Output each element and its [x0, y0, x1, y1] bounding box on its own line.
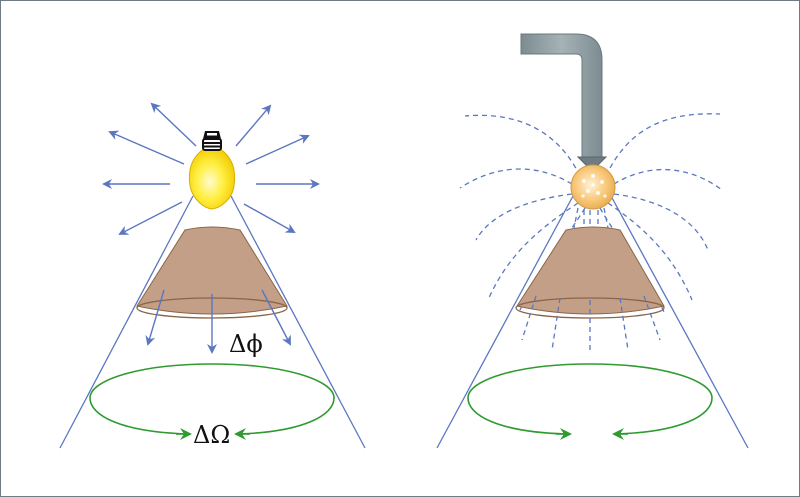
field-line: [613, 168, 723, 191]
ray: [245, 134, 310, 165]
left-cone-edge-left: [59, 195, 194, 449]
field-line: [475, 193, 573, 241]
flux-arrows: [145, 289, 291, 354]
ray: [243, 203, 296, 233]
right-cone-edge-left: [436, 195, 574, 449]
right-panel: [436, 33, 749, 449]
ray: [150, 102, 197, 147]
ray: [235, 104, 272, 147]
field-line: [464, 114, 581, 177]
ray: [108, 130, 185, 165]
light-rays: [102, 102, 320, 235]
field-line: [521, 295, 537, 341]
field-line: [643, 295, 661, 341]
light-bulb-icon: [188, 131, 236, 210]
field-lines-through: [521, 207, 661, 352]
field-line: [607, 202, 693, 301]
flux-label: Δϕ: [229, 330, 263, 358]
field-line: [605, 113, 721, 177]
field-line: [459, 168, 573, 189]
feed-pipe-icon: [520, 33, 608, 172]
solid-angle-label: ΔΩ: [193, 421, 230, 449]
ray: [118, 201, 183, 235]
right-solid-angle-circle: [467, 363, 713, 440]
left-cone-edge-right: [230, 195, 366, 449]
right-cone-edge-right: [610, 195, 749, 449]
flux-arrow: [145, 289, 165, 346]
field-line: [573, 207, 579, 229]
field-line: [487, 202, 579, 301]
field-line: [603, 207, 609, 229]
charged-ball-icon: [570, 164, 616, 210]
field-line: [613, 193, 709, 251]
left-panel: Δϕ ΔΩ: [59, 102, 366, 449]
flux-arrow: [261, 289, 291, 346]
left-solid-angle-circle: [89, 363, 335, 440]
